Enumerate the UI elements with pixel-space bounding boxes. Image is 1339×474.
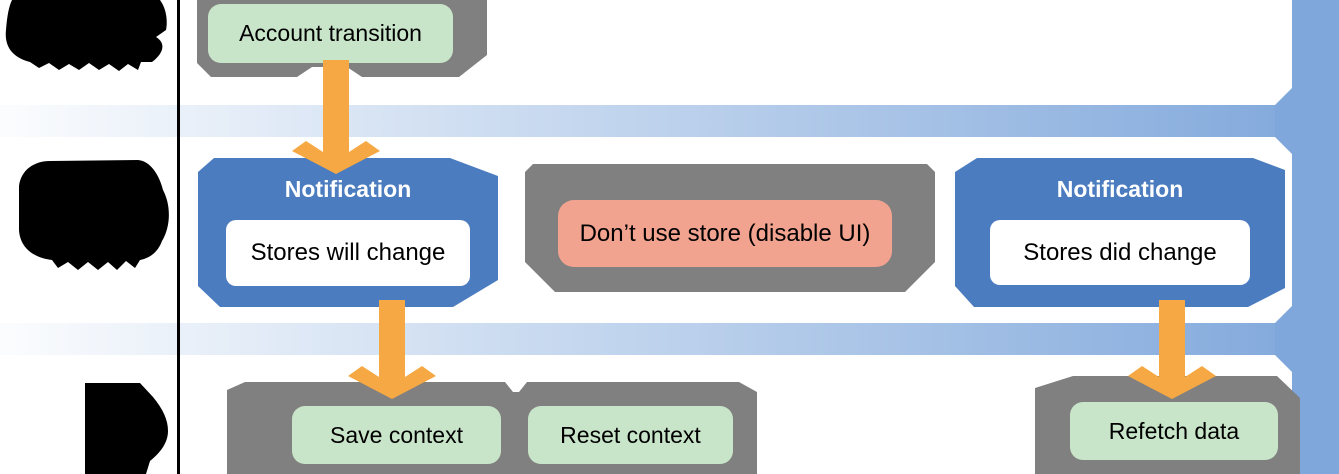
row-divider-line <box>177 0 180 474</box>
notification-will-node: Notification Stores will change <box>198 158 498 307</box>
row-label-blob-bottom <box>85 383 168 474</box>
timeline-band-top <box>0 105 1339 137</box>
refetch-data-label: Refetch data <box>1108 417 1240 444</box>
band-ribbon-merge-bottom <box>1275 306 1292 372</box>
dont-use-store-label: Don’t use store (disable UI) <box>579 219 871 247</box>
account-transition-label: Account transition <box>239 20 422 46</box>
reset-context-label: Reset context <box>560 421 701 448</box>
save-context-label: Save context <box>330 421 463 448</box>
notification-did-box: Stores did change <box>990 220 1250 285</box>
row-label-blob-top <box>5 0 167 71</box>
notification-did-node: Notification Stores did change <box>955 158 1285 307</box>
notification-will-title: Notification <box>284 175 412 202</box>
dont-use-store-box: Don’t use store (disable UI) <box>558 200 892 267</box>
down-arrow-icon-account-to-notification <box>292 60 380 174</box>
timeline-band-bottom <box>0 323 1339 355</box>
account-transition-box: Account transition <box>208 4 453 63</box>
save-context-box: Save context <box>292 406 501 464</box>
reset-context-box: Reset context <box>528 406 733 464</box>
band-ribbon-merge-top <box>1275 88 1292 154</box>
notification-will-box: Stores will change <box>226 220 470 286</box>
refetch-data-box: Refetch data <box>1070 402 1278 460</box>
notification-will-label: Stores will change <box>250 239 446 266</box>
notification-did-title: Notification <box>1056 175 1184 202</box>
row-label-blob-middle <box>19 160 169 270</box>
notification-did-label: Stores did change <box>1023 238 1217 266</box>
